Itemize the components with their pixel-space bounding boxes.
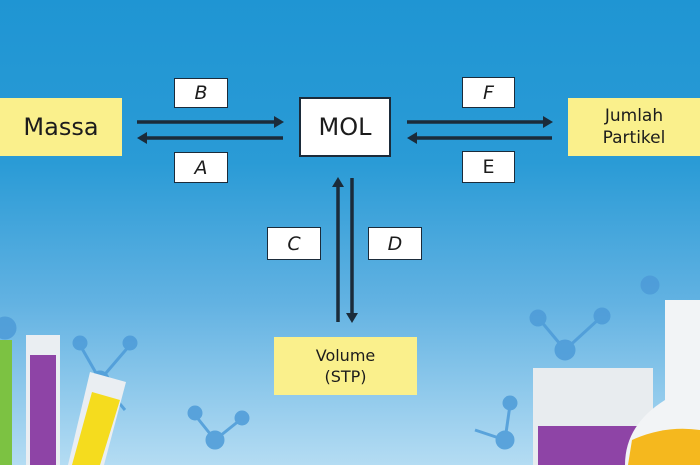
node-jumlah-partikel: Jumlah Partikel [568, 98, 700, 156]
node-volume-stp: Volume (STP) [274, 337, 417, 395]
node-volume-line2: (STP) [324, 367, 367, 386]
label-d: D [368, 227, 422, 260]
node-massa: Massa [0, 98, 122, 156]
node-volume-line1: Volume [315, 346, 376, 365]
label-a: A [174, 152, 228, 183]
label-e: E [462, 151, 515, 183]
label-f: F [462, 77, 515, 108]
node-partikel-line2: Partikel [602, 128, 666, 148]
node-mol: MOL [299, 97, 391, 157]
label-b: B [174, 78, 228, 108]
node-partikel-line1: Jumlah [604, 106, 664, 126]
test-tubes [0, 335, 126, 465]
label-c: C [267, 227, 321, 260]
beaker-and-flask [533, 300, 700, 465]
arrows [137, 116, 553, 323]
